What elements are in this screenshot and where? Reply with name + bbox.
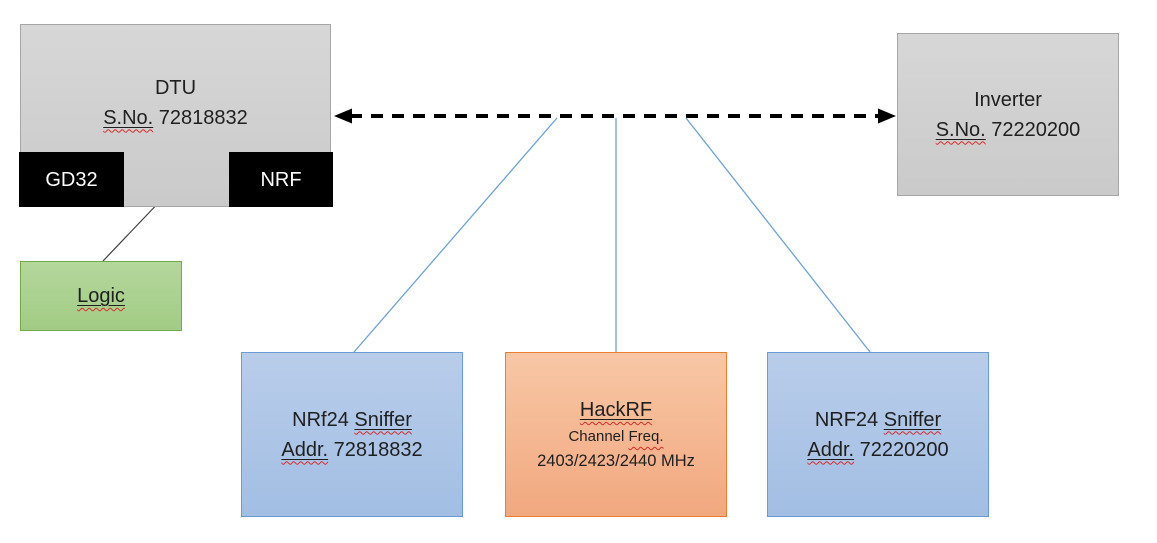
inverter-serial: S.No. 72220200 — [935, 118, 1081, 141]
sniffer-dtu-addr: Addr. 72818832 — [281, 438, 423, 461]
dtu-title: DTU — [154, 76, 197, 99]
nrf-chip-box: NRF — [229, 152, 333, 207]
inverter-title: Inverter — [974, 88, 1042, 111]
gd32-chip-label: GD32 — [45, 168, 98, 191]
gd32-chip-box: GD32 — [19, 152, 124, 207]
sniffer-inverter-name: NRF24 Sniffer — [814, 408, 942, 431]
nrf-chip-label: NRF — [260, 168, 302, 191]
arrowhead-right-icon — [878, 108, 896, 124]
hackrf-frequencies: 2403/2423/2440 MHz — [537, 452, 695, 470]
sniffer-inverter-addr: Addr. 72220200 — [807, 438, 949, 461]
sniffer-dtu-connector-line — [353, 117, 558, 353]
dashed-bidirectional-arrow — [334, 108, 896, 124]
sniffer-inverter-box: NRF24 Sniffer Addr. 72220200 — [767, 352, 989, 517]
sniffer-dtu-name: NRf24 Sniffer — [292, 408, 412, 431]
dtu-serial: S.No. 72818832 — [103, 106, 248, 129]
sniffer-inverter-connector-line — [685, 117, 871, 353]
logic-label: Logic — [77, 285, 125, 307]
sniffer-dtu-box: NRf24 Sniffer Addr. 72818832 — [241, 352, 463, 517]
hackrf-box: HackRF Channel Freq. 2403/2423/2440 MHz — [505, 352, 727, 517]
hackrf-title: HackRF — [579, 399, 653, 421]
logic-box: Logic — [20, 261, 182, 331]
arrowhead-left-icon — [334, 108, 352, 124]
hackrf-subtitle: Channel Freq. — [568, 428, 664, 445]
inverter-box: Inverter S.No. 72220200 — [897, 33, 1119, 196]
